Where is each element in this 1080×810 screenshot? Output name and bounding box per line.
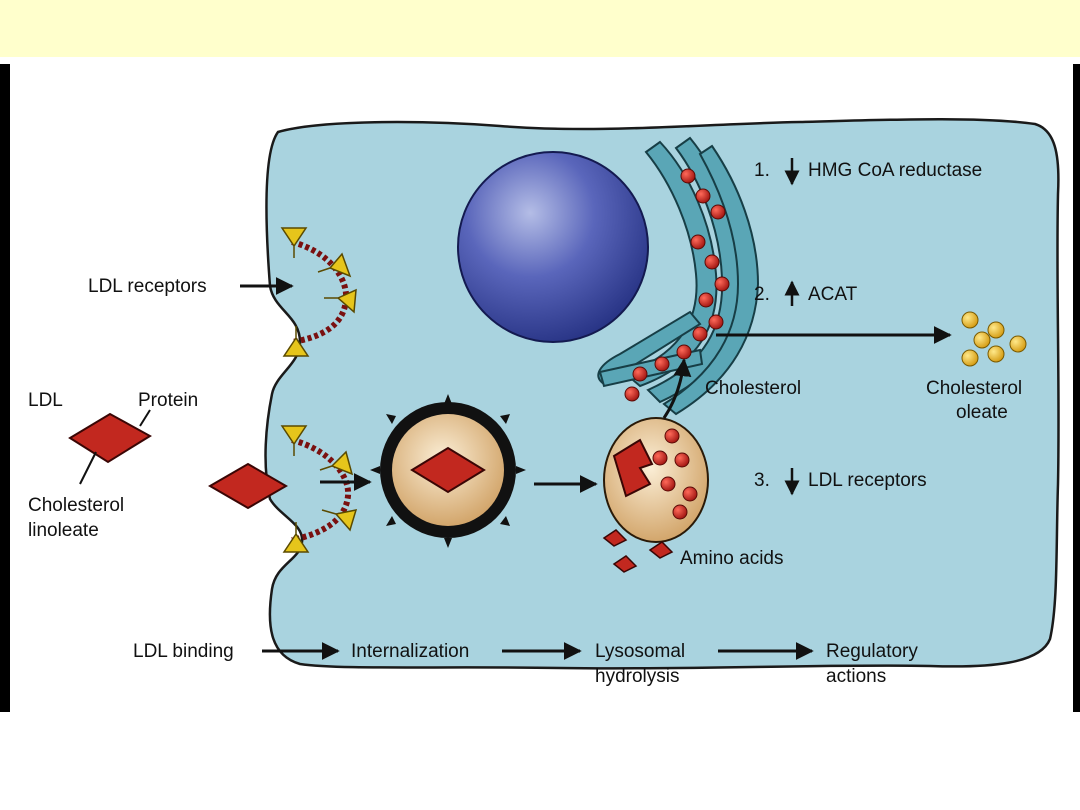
- endosome: [370, 394, 526, 548]
- flow-regulatory: Regulatory: [826, 641, 918, 662]
- nucleus: [457, 151, 649, 343]
- flow-internalization: Internalization: [351, 641, 469, 662]
- ldl-receptor-6: [319, 450, 354, 476]
- lysosome: [603, 417, 709, 543]
- flow-ldl-binding: LDL binding: [133, 641, 234, 662]
- ldl-receptor-3: [324, 288, 357, 314]
- label-protein: Protein: [138, 390, 198, 411]
- ldl-receptor-5: [280, 425, 308, 456]
- amino-acid-fragments: [602, 529, 674, 573]
- step1-number: 1.: [754, 160, 770, 181]
- label-cholesterol: Cholesterol: [705, 378, 801, 399]
- ldl-receptor-2: [317, 252, 352, 278]
- label-cholesterol-oleate-1: Cholesterol: [926, 378, 1022, 399]
- ldl-particle-outside: [68, 412, 152, 464]
- flow-lysosomal: Lysosomal: [595, 641, 685, 662]
- step1-text: HMG CoA reductase: [808, 160, 982, 181]
- left-border: [0, 64, 10, 712]
- right-border: [1073, 64, 1080, 712]
- step3-text: LDL receptors: [808, 470, 927, 491]
- ldl-receptor-4: [282, 326, 310, 357]
- step2-text: ACAT: [808, 284, 858, 305]
- ldl-receptor-8: [282, 522, 310, 553]
- cholesterol-oleate-droplets: [961, 311, 1027, 367]
- title-banner: [0, 0, 1080, 57]
- label-amino-acids: Amino acids: [680, 548, 784, 569]
- ldl-receptor-7: [321, 509, 358, 532]
- label-cholesterol-oleate-2: oleate: [956, 402, 1008, 423]
- ldl-particle-binding: [208, 462, 288, 510]
- step3-number: 3.: [754, 470, 770, 491]
- arrow-cholesterol-up: [662, 358, 692, 419]
- coated-pit-lower: [291, 437, 352, 543]
- label-ldl: LDL: [28, 390, 63, 411]
- label-cholesterol-linoleate-2: linoleate: [28, 520, 99, 541]
- er-cholesterol-dots: [624, 168, 730, 402]
- protein-pointer: [139, 409, 151, 427]
- diagram-canvas: LDL receptors LDL Protein Cholesterol li…: [28, 117, 1060, 687]
- label-cholesterol-linoleate-1: Cholesterol: [28, 495, 124, 516]
- ldl-pathway-figure: LDL receptors LDL Protein Cholesterol li…: [0, 64, 1080, 712]
- ldl-receptor-1: [280, 227, 308, 258]
- cholesterol-linoleate-pointer: [79, 451, 97, 485]
- flow-hydrolysis: hydrolysis: [595, 666, 679, 687]
- flow-actions: actions: [826, 666, 886, 687]
- label-ldl-receptors: LDL receptors: [88, 276, 207, 297]
- step2-number: 2.: [754, 284, 770, 305]
